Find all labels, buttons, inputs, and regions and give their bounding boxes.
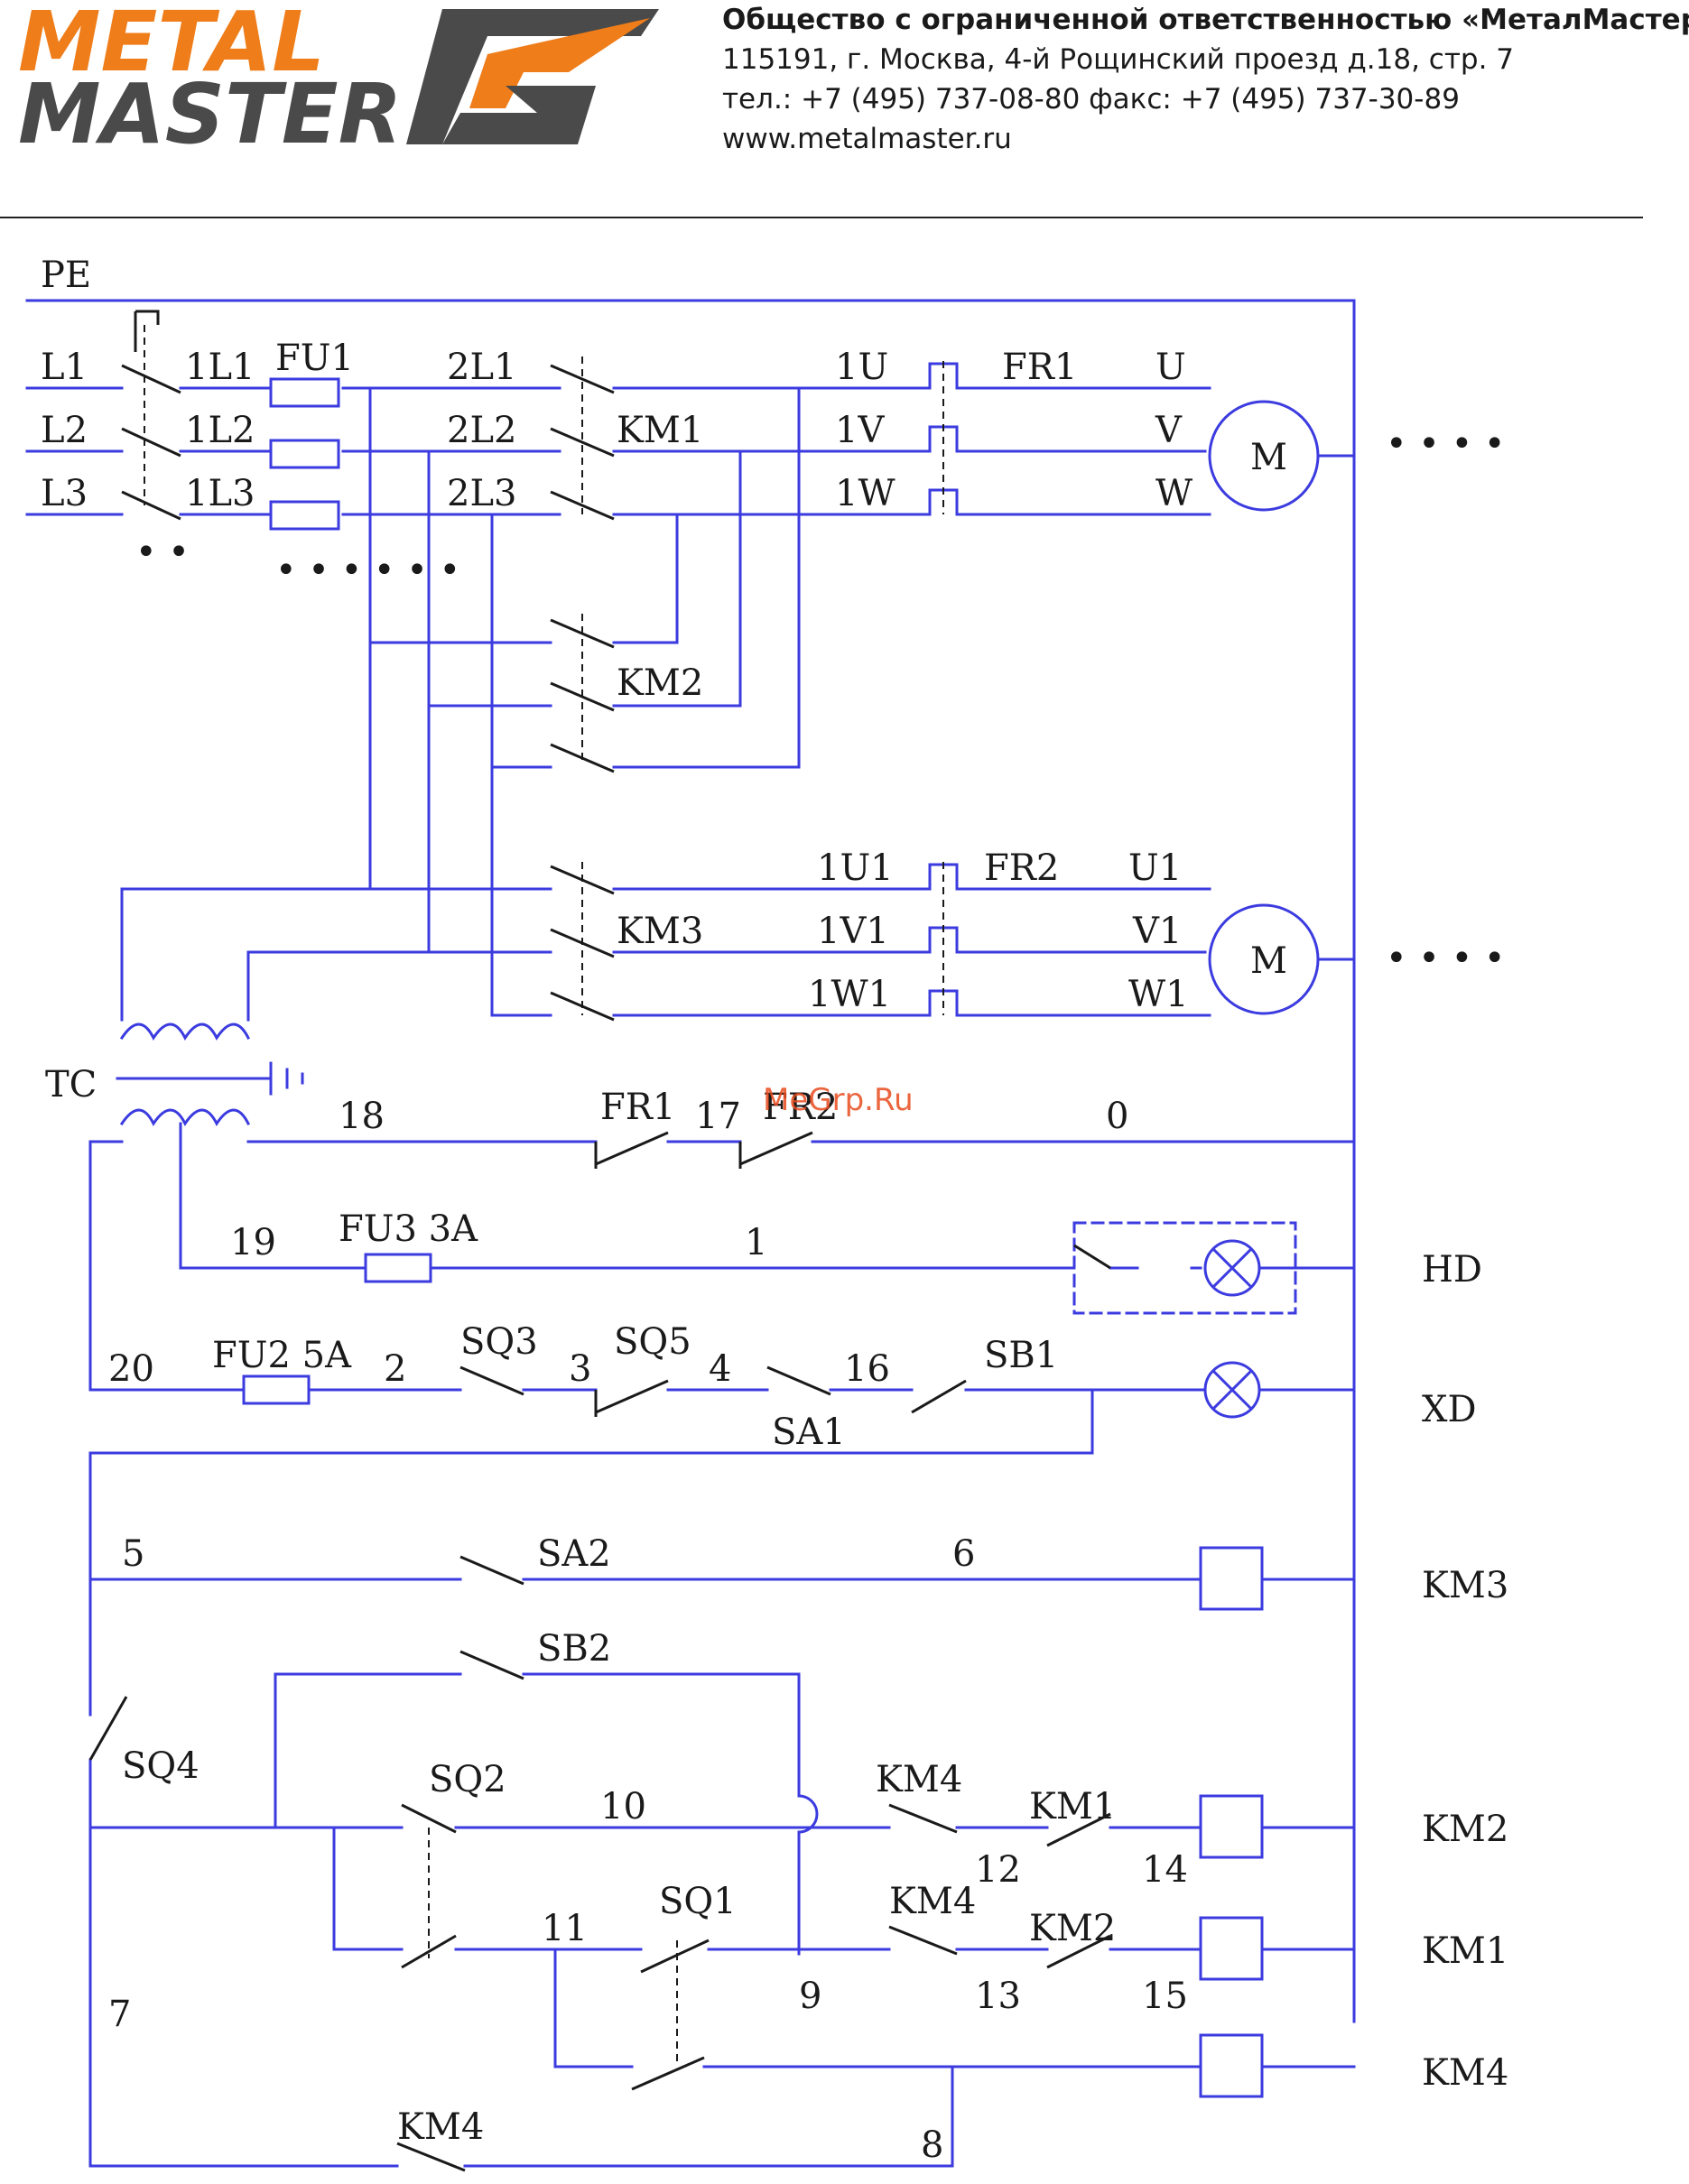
svg-text:SQ2: SQ2	[429, 1759, 506, 1800]
svg-text:FR1: FR1	[1002, 347, 1077, 388]
svg-text:7: 7	[108, 1994, 131, 2035]
svg-text:V1: V1	[1132, 911, 1182, 952]
svg-text:SQ3: SQ3	[460, 1321, 538, 1363]
svg-text:4: 4	[709, 1348, 731, 1390]
svg-text:KM2: KM2	[617, 662, 703, 704]
svg-text:• • • •: • • • •	[1386, 938, 1506, 979]
svg-text:• •: • •	[135, 532, 190, 573]
svg-text:FR1: FR1	[600, 1087, 675, 1128]
svg-text:18: 18	[339, 1096, 385, 1137]
svg-text:FU2 5A: FU2 5A	[212, 1335, 352, 1376]
svg-text:M: M	[1250, 437, 1287, 478]
svg-text:2: 2	[384, 1348, 406, 1390]
svg-text:5: 5	[122, 1533, 144, 1575]
svg-text:3: 3	[569, 1348, 591, 1390]
mechanical-links	[144, 325, 944, 2067]
svg-text:SA2: SA2	[537, 1533, 611, 1575]
svg-text:KM2: KM2	[1422, 1809, 1508, 1850]
svg-text:• • • •: • • • •	[1386, 423, 1506, 465]
svg-text:1W: 1W	[835, 473, 896, 514]
svg-text:KM4: KM4	[1422, 2052, 1508, 2094]
svg-text:2L2: 2L2	[447, 410, 516, 451]
svg-text:13: 13	[975, 1976, 1021, 2017]
svg-text:FR2: FR2	[763, 1087, 838, 1128]
svg-text:W: W	[1155, 473, 1193, 514]
svg-text:0: 0	[1106, 1096, 1128, 1137]
svg-text:SB1: SB1	[984, 1335, 1058, 1376]
svg-text:1V: 1V	[835, 410, 885, 451]
svg-text:SQ5: SQ5	[614, 1321, 691, 1363]
company-contacts: тел.: +7 (495) 737-08-80 факс: +7 (495) …	[722, 83, 1460, 116]
svg-text:KM4: KM4	[397, 2106, 484, 2148]
svg-text:KM1: KM1	[1029, 1786, 1116, 1828]
svg-text:2L3: 2L3	[447, 473, 516, 514]
company-name: Общество с ограниченной ответственностью…	[722, 4, 1689, 36]
svg-text:V: V	[1155, 410, 1183, 451]
svg-text:14: 14	[1142, 1849, 1188, 1891]
svg-text:L1: L1	[41, 347, 88, 388]
svg-text:12: 12	[975, 1849, 1021, 1891]
svg-text:U1: U1	[1128, 847, 1182, 889]
company-info: Общество с ограниченной ответственностью…	[722, 0, 1689, 159]
svg-text:1L1: 1L1	[185, 347, 255, 388]
page-header: METAL MASTER Общество с ограниченной отв…	[0, 0, 1689, 218]
svg-text:19: 19	[230, 1222, 276, 1263]
metal-master-logo: METAL MASTER	[18, 0, 659, 149]
svg-text:TC: TC	[45, 1064, 97, 1106]
svg-text:SA1: SA1	[772, 1411, 846, 1453]
svg-text:W1: W1	[1128, 974, 1189, 1015]
svg-text:KM1: KM1	[1422, 1930, 1508, 1972]
svg-text:KM3: KM3	[617, 911, 703, 952]
svg-text:6: 6	[952, 1533, 975, 1575]
svg-text:1L2: 1L2	[185, 410, 255, 451]
svg-text:• • • • • •: • • • • • •	[275, 550, 460, 591]
svg-text:U: U	[1155, 347, 1186, 388]
svg-text:KM4: KM4	[876, 1759, 962, 1800]
svg-text:HD: HD	[1422, 1249, 1482, 1291]
svg-text:KM1: KM1	[617, 410, 703, 451]
company-website[interactable]: www.metalmaster.ru	[722, 123, 1012, 155]
header-rule	[0, 217, 1643, 218]
svg-text:XD: XD	[1422, 1389, 1477, 1430]
svg-text:KM2: KM2	[1029, 1908, 1116, 1949]
svg-text:8: 8	[921, 2124, 943, 2166]
svg-text:1: 1	[745, 1222, 767, 1263]
svg-text:1U: 1U	[835, 347, 888, 388]
svg-text:1W1: 1W1	[808, 974, 891, 1015]
svg-text:SB2: SB2	[537, 1628, 611, 1670]
svg-text:L3: L3	[41, 473, 88, 514]
svg-text:16: 16	[844, 1348, 890, 1390]
svg-text:METAL: METAL	[18, 0, 325, 90]
wires	[25, 299, 1356, 2168]
svg-text:9: 9	[799, 1976, 821, 2017]
svg-text:M: M	[1250, 940, 1287, 982]
svg-text:KM3: KM3	[1422, 1565, 1508, 1606]
svg-text:17: 17	[695, 1096, 741, 1137]
svg-text:SQ4: SQ4	[122, 1745, 200, 1787]
svg-text:10: 10	[600, 1786, 646, 1828]
svg-text:SQ1: SQ1	[659, 1881, 737, 1922]
svg-text:15: 15	[1142, 1976, 1188, 2017]
watermark: MeGrp.Ru	[763, 1082, 914, 1118]
svg-text:MASTER: MASTER	[18, 66, 402, 149]
text-labels: PE L1 L2 L3 1L1 1L2 1L3 FU1 2L1 2L2 2L3 …	[41, 254, 1508, 2166]
svg-text:2L1: 2L1	[447, 347, 516, 388]
svg-text:1V1: 1V1	[817, 911, 889, 952]
svg-text:FR2: FR2	[984, 847, 1059, 889]
svg-text:KM4: KM4	[889, 1881, 976, 1922]
svg-text:1U1: 1U1	[817, 847, 894, 889]
svg-text:PE: PE	[41, 254, 91, 296]
svg-text:11: 11	[542, 1908, 588, 1949]
svg-text:1L3: 1L3	[185, 473, 255, 514]
svg-text:20: 20	[108, 1348, 154, 1390]
company-address: 115191, г. Москва, 4-й Рощинский проезд …	[722, 43, 1515, 76]
svg-text:L2: L2	[41, 410, 88, 451]
svg-text:FU1: FU1	[275, 338, 354, 379]
svg-text:FU3 3A: FU3 3A	[339, 1208, 478, 1250]
